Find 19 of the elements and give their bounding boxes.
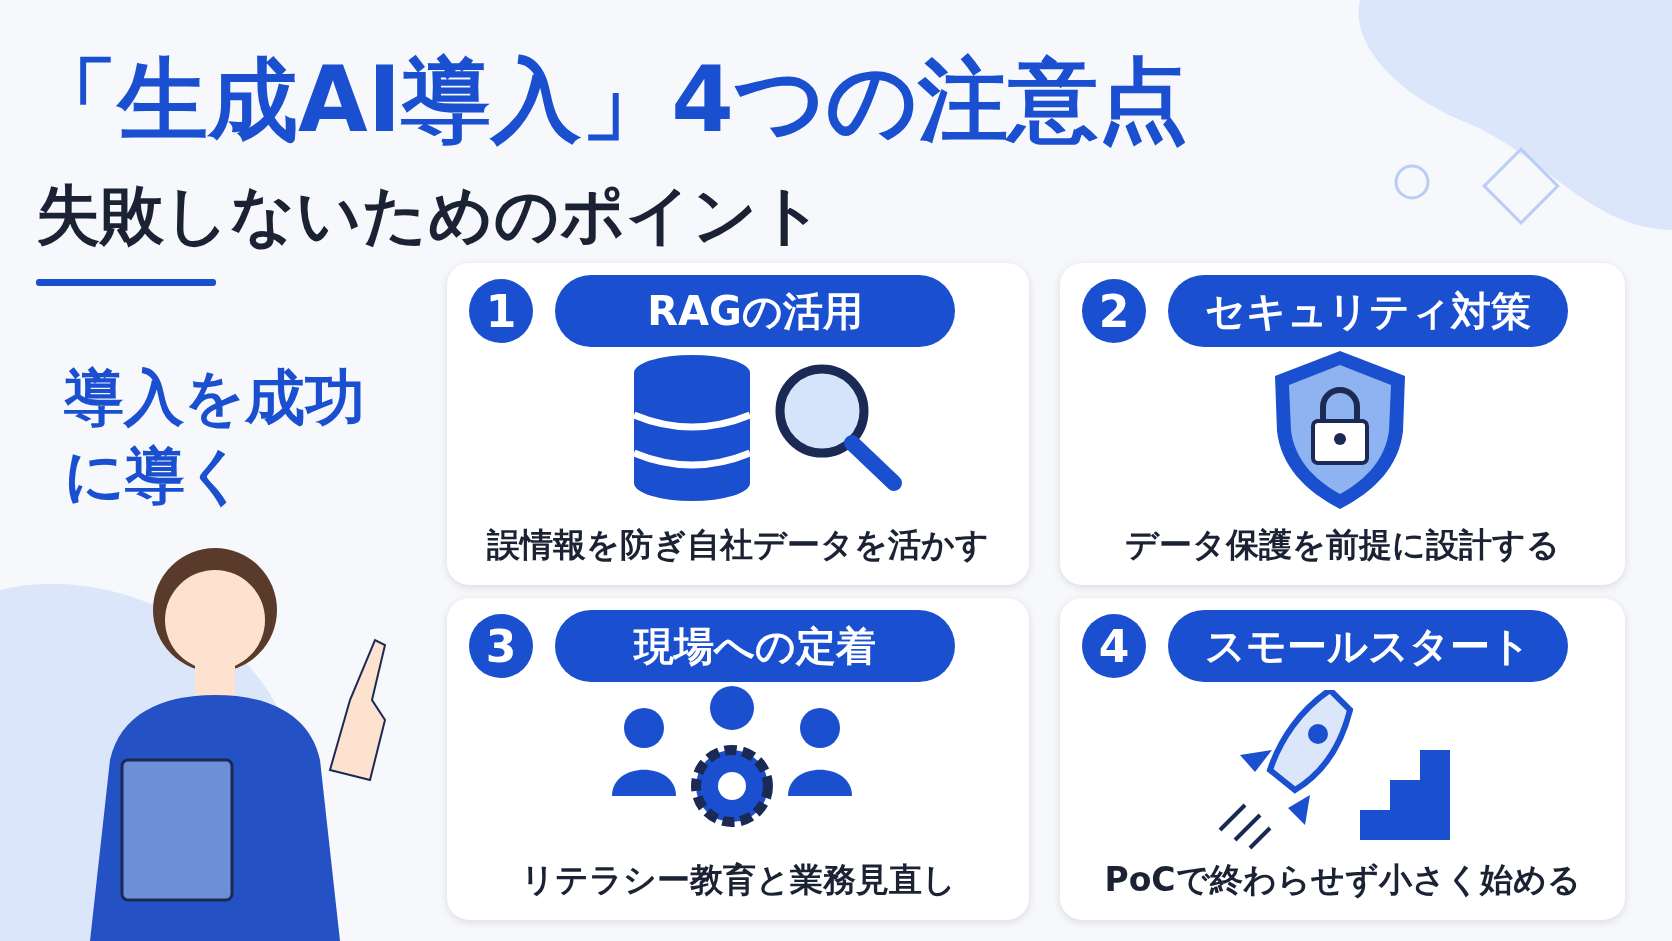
title: 「生成AI導入」4つの注意点: [28, 46, 1188, 154]
card-description: データ保護を前提に設計する: [1124, 524, 1561, 566]
heading-pill: セキュリティ対策: [1168, 275, 1568, 347]
side-slogan: 導入を成功に導く: [64, 361, 366, 512]
card-description: リテラシー教育と業務見直し: [519, 859, 957, 901]
heading-pill: 現場への定着: [555, 610, 955, 682]
heading-pill: RAGの活用: [555, 275, 955, 347]
number-badge: 3: [469, 614, 533, 678]
card-description: PoCで終わらせず小さく始める: [1103, 859, 1582, 901]
point-card: [1060, 598, 1625, 920]
card-description: 誤情報を防ぎ自社データを活かす: [486, 524, 990, 566]
subtitle: 失敗しないためのポイント: [36, 177, 824, 254]
heading-pill: スモールスタート: [1168, 610, 1568, 682]
point-card: [447, 263, 1029, 585]
point-card: [447, 598, 1029, 920]
number-badge: 1: [469, 279, 533, 343]
number-badge: 4: [1082, 614, 1146, 678]
number-badge: 2: [1082, 279, 1146, 343]
point-card: [1060, 263, 1625, 585]
